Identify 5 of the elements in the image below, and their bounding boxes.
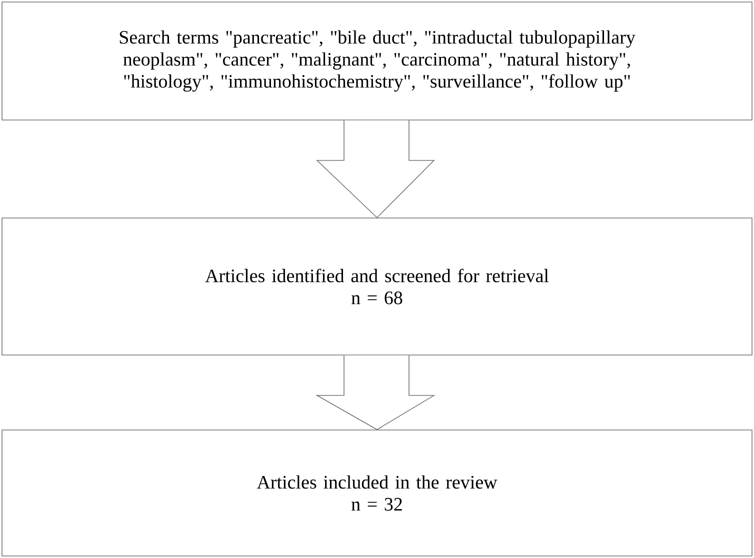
process-box: Articles included in the review n = 32: [2, 430, 752, 556]
block-arrow: [316, 355, 436, 430]
block-arrow: [316, 120, 435, 218]
process-box: Search terms "pancreatic", "bile duct", "intraductal tubulopapillary neoplasm", "cancer", "malignant", "carcinoma", "natural history", "histology", "immunohistochemistry", "surveillance", "follow up": [2, 2, 752, 120]
process-box: Articles identified and screened for retrieval n = 68: [2, 218, 752, 356]
